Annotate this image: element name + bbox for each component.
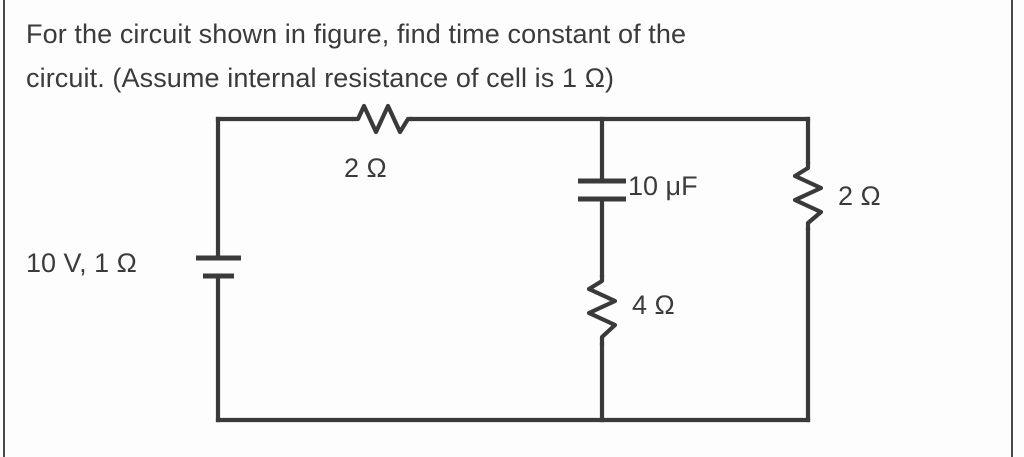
- label-resistor-right: 2 Ω: [838, 181, 881, 211]
- resistor-right-zigzag: [792, 159, 824, 233]
- question-line-1: For the circuit shown in figure, find ti…: [26, 19, 687, 49]
- page-left-border: [3, 0, 5, 457]
- circuit-diagram: 2 Ω 10 μF 2 Ω 4 Ω 10 V, 1 Ω: [0, 100, 1024, 457]
- circuit-schematic-svg: [196, 103, 824, 423]
- resistor-top-zigzag: [349, 103, 415, 135]
- label-resistor-middle: 4 Ω: [632, 290, 675, 320]
- page-right-border: [1011, 0, 1013, 457]
- label-resistor-top: 2 Ω: [344, 153, 387, 183]
- label-capacitor: 10 μF: [628, 171, 698, 201]
- resistor-middle-zigzag: [586, 272, 618, 348]
- question-text: For the circuit shown in figure, find ti…: [26, 12, 986, 100]
- label-voltage-source: 10 V, 1 Ω: [26, 248, 137, 278]
- question-line-2: circuit. (Assume internal resistance of …: [26, 63, 615, 93]
